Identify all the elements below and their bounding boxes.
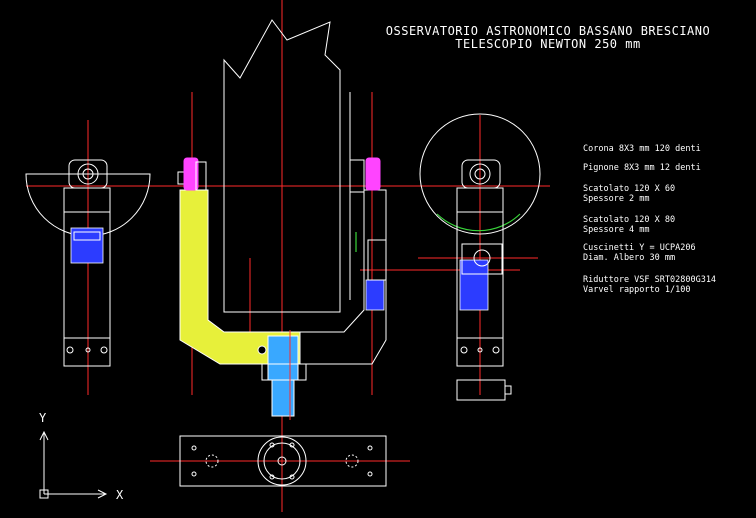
title-line-2: TELESCOPIO NEWTON 250 mm (455, 37, 640, 51)
telescope-tube[interactable] (223, 19, 341, 313)
ucs-y-label: Y (39, 411, 47, 425)
note-spessore-1: Spessore 2 mm (583, 194, 650, 204)
reducer-detail[interactable] (456, 379, 512, 401)
fork-arm-right[interactable] (299, 92, 387, 365)
note-albero: Diam. Albero 30 mm (583, 253, 675, 263)
note-scatolato-1: Scatolato 120 X 60 (583, 184, 675, 194)
central-shaft[interactable] (261, 330, 307, 420)
note-spessore-2: Spessore 4 mm (583, 225, 650, 235)
ucs-icon: Y X (39, 411, 124, 502)
note-scatolato-2: Scatolato 120 X 80 (583, 215, 675, 225)
left-side-view[interactable] (25, 159, 151, 367)
note-corona: Corona 8X3 mm 120 denti (583, 144, 701, 154)
note-riduttore: Riduttore VSF SRT02800G314 (583, 275, 716, 285)
title-line-1: OSSERVATORIO ASTRONOMICO BASSANO BRESCIA… (386, 24, 710, 38)
ucs-x-label: X (116, 488, 124, 502)
note-pignone: Pignone 8X3 mm 12 denti (583, 163, 701, 173)
drawing-title: OSSERVATORIO ASTRONOMICO BASSANO BRESCIA… (386, 24, 710, 51)
note-varvel: Varvel rapporto 1/100 (583, 285, 690, 295)
note-cuscinetti: Cuscinetti Y = UCPA206 (583, 243, 696, 253)
base-plan-view[interactable] (179, 435, 387, 487)
center-lines (26, 0, 550, 512)
specification-notes: Corona 8X3 mm 120 denti Pignone 8X3 mm 1… (583, 144, 716, 295)
right-side-view[interactable] (419, 113, 541, 367)
